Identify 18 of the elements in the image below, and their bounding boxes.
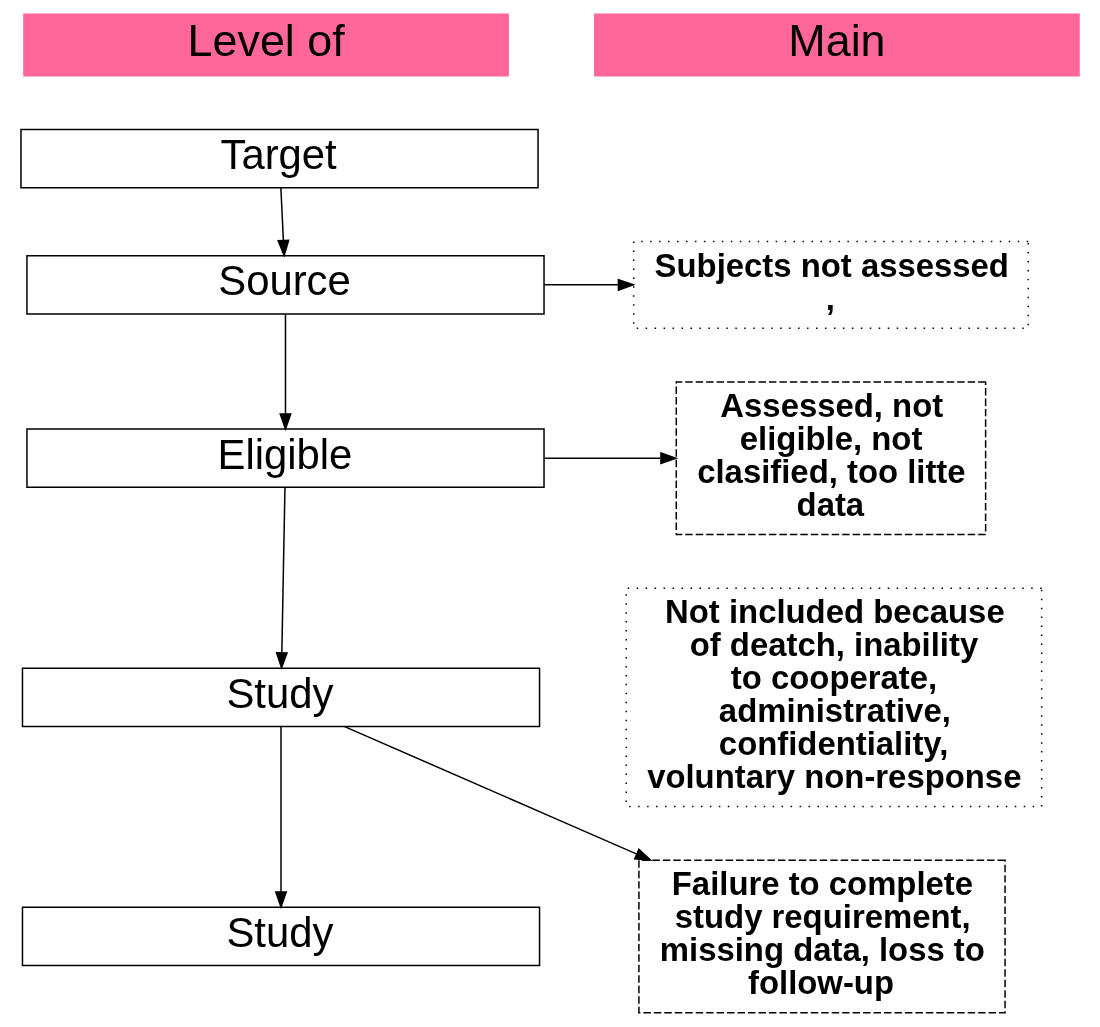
node-box: Subjects not assessed , bbox=[632, 240, 1029, 329]
node-box: Source bbox=[26, 254, 545, 315]
arrow bbox=[543, 278, 636, 292]
arrow bbox=[343, 725, 653, 861]
arrow bbox=[279, 313, 292, 432]
arrow bbox=[543, 451, 679, 465]
arrow bbox=[277, 187, 290, 258]
node-box: Assessed, not eligible, not clasified, too litte data bbox=[675, 381, 987, 536]
node-box: Study bbox=[21, 906, 541, 967]
node-box: Not included because of deatch, inability to cooperate, administrative, confidentiality, voluntary non-response bbox=[625, 587, 1043, 808]
node-box: Eligible bbox=[26, 428, 545, 489]
node-box: Level of bbox=[23, 13, 509, 77]
node-box: Main bbox=[594, 13, 1080, 77]
arrow bbox=[274, 726, 288, 910]
node-box: Study bbox=[21, 667, 541, 728]
arrow bbox=[275, 486, 289, 671]
node-box: Failure to complete study requirement, missing data, loss to follow-up bbox=[638, 859, 1006, 1014]
node-box: Target bbox=[20, 128, 539, 189]
